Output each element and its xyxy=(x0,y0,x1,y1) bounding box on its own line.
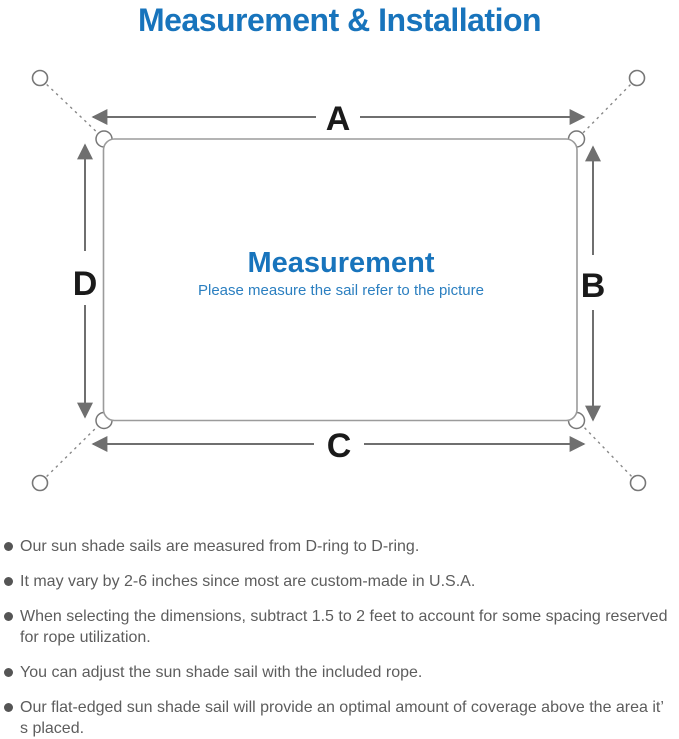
rope-line-top-right xyxy=(578,79,636,138)
note-item: Our sun shade sails are measured from D-… xyxy=(4,536,675,557)
bullet-icon xyxy=(4,542,13,551)
label-side-d: D xyxy=(73,265,98,303)
anchor-point-top-right xyxy=(628,69,646,87)
bullet-icon xyxy=(4,703,13,712)
rope-line-bottom-right xyxy=(578,421,637,482)
note-text: It may vary by 2-6 inches since most are… xyxy=(20,573,476,590)
note-text: Our flat-edged sun shade sail will provi… xyxy=(20,699,664,737)
anchor-point-bottom-left xyxy=(31,474,49,492)
note-item: It may vary by 2-6 inches since most are… xyxy=(4,571,675,592)
note-item: When selecting the dimensions, subtract … xyxy=(4,606,675,648)
sail-outline xyxy=(102,138,578,422)
bullet-icon xyxy=(4,577,13,586)
note-item: You can adjust the sun shade sail with t… xyxy=(4,662,675,683)
label-side-a: A xyxy=(326,100,351,138)
notes-list: Our sun shade sails are measured from D-… xyxy=(0,536,679,739)
anchor-point-top-left xyxy=(31,69,49,87)
note-text: You can adjust the sun shade sail with t… xyxy=(20,664,423,681)
label-side-b: B xyxy=(581,267,606,305)
bullet-icon xyxy=(4,612,13,621)
note-item: Our flat-edged sun shade sail will provi… xyxy=(4,697,675,739)
rope-line-bottom-left xyxy=(41,421,103,482)
label-side-c: C xyxy=(327,427,352,465)
measurement-diagram: A C D B Measurement Please measure the s… xyxy=(31,69,647,492)
rope-line-top-left xyxy=(41,79,103,138)
note-text: When selecting the dimensions, subtract … xyxy=(20,608,668,646)
diagram-center-subtext: Please measure the sail refer to the pic… xyxy=(198,282,484,299)
diagram-center-heading: Measurement xyxy=(248,247,435,279)
bullet-icon xyxy=(4,668,13,677)
note-text: Our sun shade sails are measured from D-… xyxy=(20,538,420,555)
anchor-point-bottom-right xyxy=(629,474,647,492)
page-title: Measurement & Installation xyxy=(137,2,542,38)
